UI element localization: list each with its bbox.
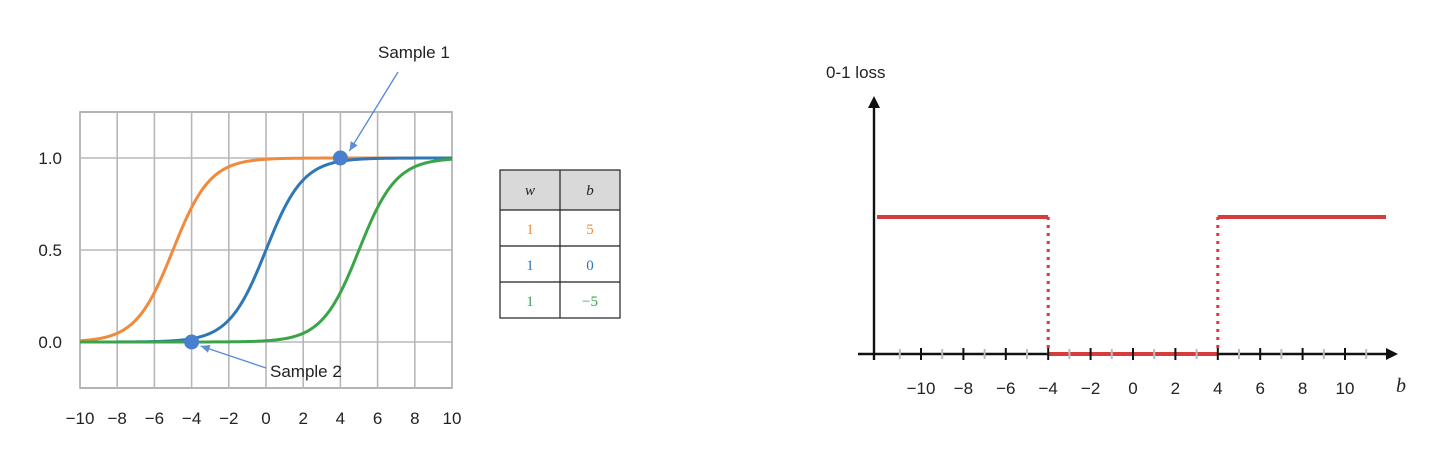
table-cell-b: −5 <box>582 294 598 310</box>
axes <box>858 96 1398 360</box>
table-header-w: w <box>525 183 535 199</box>
x-tick-label: 6 <box>1255 379 1264 398</box>
x-tick-label: 8 <box>1298 379 1307 398</box>
sample-2-label: Sample 2 <box>270 362 342 381</box>
x-tick-label: −8 <box>954 379 973 398</box>
sample-1-label: Sample 1 <box>378 43 450 62</box>
x-tick-label: 10 <box>1336 379 1355 398</box>
curves <box>79 156 453 344</box>
table-cell-w: 1 <box>526 222 534 238</box>
y-tick-label: 0.0 <box>38 333 62 352</box>
y-tick-label: 1.0 <box>38 149 62 168</box>
sample-points <box>184 150 348 350</box>
x-tick-label: −4 <box>1039 379 1058 398</box>
x-tick-label: 0 <box>1128 379 1137 398</box>
table-cell-w: 1 <box>526 258 534 274</box>
y-axis-label: 0-1 loss <box>826 63 886 82</box>
sample-point-2 <box>184 334 200 350</box>
y-axis-arrowhead <box>868 96 880 108</box>
x-axis-arrowhead <box>1386 348 1398 360</box>
x-tick-label: 6 <box>373 409 382 428</box>
sigmoid-curve-3 <box>80 157 453 344</box>
arrow-shaft <box>348 71 399 152</box>
x-tick-labels: −10 −8 −6 −4 −2 0 2 4 6 8 10 <box>66 409 462 428</box>
x-tick-label: 0 <box>261 409 270 428</box>
table-cell-b: 0 <box>586 258 594 274</box>
x-tick-label: −6 <box>145 409 164 428</box>
x-tick-label: −6 <box>996 379 1015 398</box>
table-header-b: b <box>586 183 594 199</box>
x-ticks: −10 −8 −6 −4 −2 0 2 4 6 8 10 <box>898 348 1368 398</box>
x-tick-label: −8 <box>108 409 127 428</box>
x-tick-label: −10 <box>66 409 95 428</box>
sample-point-1 <box>332 150 348 166</box>
sample-2-arrow <box>200 345 267 369</box>
x-tick-label: −2 <box>219 409 238 428</box>
x-tick-label: 4 <box>1213 379 1222 398</box>
arrow-head <box>200 345 211 353</box>
parameter-table: w b 1 5 1 0 1 −5 <box>499 169 621 319</box>
x-tick-label: −10 <box>907 379 936 398</box>
x-tick-label: 4 <box>336 409 345 428</box>
arrow-shaft <box>200 345 267 369</box>
table-cell-b: 5 <box>586 222 594 238</box>
x-tick-label: 2 <box>1171 379 1180 398</box>
sample-1-arrow <box>348 71 399 152</box>
x-axis-label: b <box>1396 375 1406 397</box>
table-header-cell <box>500 170 560 210</box>
annotations: Sample 1 Sample 2 <box>200 43 450 381</box>
loss-lines <box>877 215 1386 356</box>
x-tick-label: −4 <box>182 409 201 428</box>
x-tick-label: −2 <box>1081 379 1100 398</box>
x-tick-label: 2 <box>298 409 307 428</box>
arrow-head <box>349 141 358 151</box>
zero-one-loss-chart: −10 −8 −6 −4 −2 0 2 4 6 8 10 0-1 loss b <box>826 63 1406 398</box>
y-tick-labels: 0.0 0.5 1.0 <box>38 149 62 352</box>
x-tick-label: 10 <box>443 409 462 428</box>
y-tick-label: 0.5 <box>38 241 62 260</box>
table-cell-w: 1 <box>526 294 534 310</box>
table-header-cell <box>560 170 620 210</box>
x-tick-label: 8 <box>410 409 419 428</box>
